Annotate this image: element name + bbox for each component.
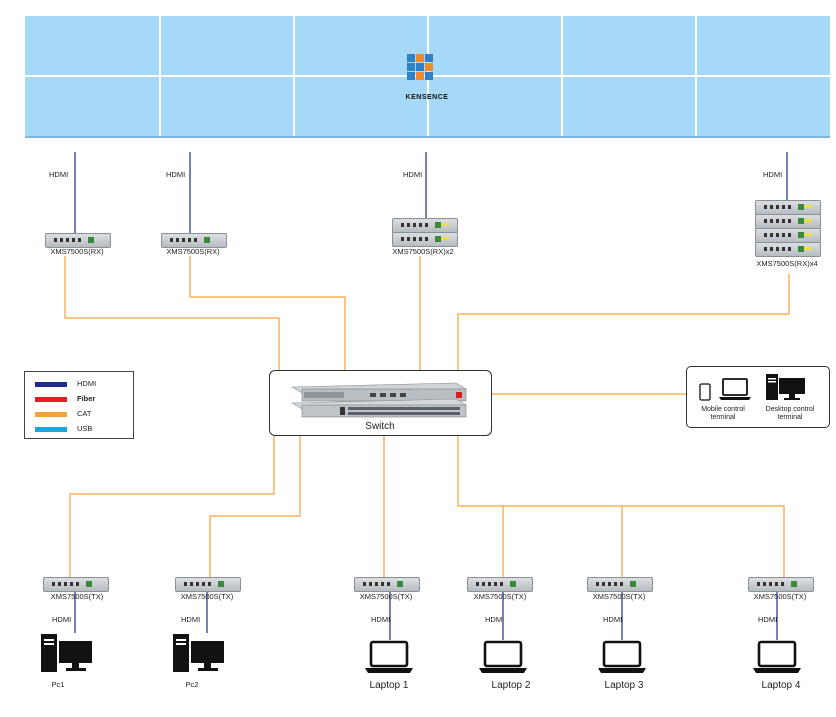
switch-box: Switch	[269, 370, 492, 436]
hdmi-label: HDMI	[166, 170, 186, 179]
desktop-control-label: Desktop control	[765, 406, 815, 413]
hdmi-label: HDMI	[485, 615, 505, 624]
switch-label: Switch	[365, 421, 395, 432]
laptop-icon	[365, 640, 413, 673]
brand-text: KENSENCE	[405, 94, 449, 101]
cat-wires	[64, 256, 790, 577]
transmitter-device	[748, 577, 814, 592]
receiver-device	[45, 233, 111, 248]
hdmi-label: HDMI	[763, 170, 783, 179]
receiver-device	[392, 218, 458, 233]
control-terminal-box: Mobile control terminal Desktop control …	[686, 366, 830, 428]
receiver-device	[161, 233, 227, 248]
mobile-control-label: Mobile control	[701, 406, 745, 413]
source-label: Laptop 2	[491, 680, 531, 691]
tablet-icon	[699, 383, 711, 401]
desktop-control-label: terminal	[777, 414, 803, 421]
kensence-logo	[407, 54, 433, 80]
transmitter-label: XMS7500S(TX)	[473, 592, 527, 601]
source-label: Laptop 1	[369, 680, 409, 691]
transmitter-label: XMS7500S(TX)	[753, 592, 807, 601]
receiver-device	[755, 200, 821, 215]
source-label: Laptop 4	[761, 680, 801, 691]
transmitter-device	[43, 577, 109, 592]
receiver-device	[755, 228, 821, 243]
mobile-control-label: terminal	[710, 414, 736, 421]
hdmi-label: HDMI	[403, 170, 423, 179]
legend-item: USB	[35, 423, 130, 437]
legend-item: Fiber	[35, 393, 130, 407]
desktop-icon	[766, 374, 805, 400]
hdmi-label: HDMI	[603, 615, 623, 624]
transmitter-device	[467, 577, 533, 592]
hdmi-label: HDMI	[181, 615, 201, 624]
hdmi-label: HDMI	[371, 615, 391, 624]
hdmi-label: HDMI	[49, 170, 69, 179]
source-label: Pc2	[185, 680, 199, 689]
hdmi-wires	[74, 152, 788, 640]
legend: HDMI Fiber CAT USB	[24, 371, 134, 439]
legend-item: CAT	[35, 408, 130, 422]
receiver-device	[392, 232, 458, 247]
transmitter-label: XMS7500S(TX)	[592, 592, 646, 601]
transmitter-label: XMS7500S(TX)	[359, 592, 413, 601]
legend-item: HDMI	[35, 378, 130, 392]
laptop-icon	[598, 640, 646, 673]
transmitter-device	[354, 577, 420, 592]
receiver-device	[755, 214, 821, 229]
pc-icon	[173, 634, 224, 672]
transmitter-device	[587, 577, 653, 592]
switch-icon	[290, 382, 468, 418]
source-label: Pc1	[51, 680, 65, 689]
laptop-icon	[753, 640, 801, 673]
laptop-icon	[479, 640, 527, 673]
transmitter-label: XMS7500S(TX)	[180, 592, 234, 601]
receiver-label: XMS7500S(RX)x4	[756, 259, 818, 268]
receiver-device	[755, 242, 821, 257]
receiver-label: XMS7500S(RX)x2	[392, 247, 454, 256]
hdmi-label: HDMI	[52, 615, 72, 624]
receiver-label: XMS7500S(RX)	[50, 247, 104, 256]
transmitter-label: XMS7500S(TX)	[50, 592, 104, 601]
receiver-label: XMS7500S(RX)	[166, 247, 220, 256]
hdmi-label: HDMI	[758, 615, 778, 624]
pc-icon	[41, 634, 92, 672]
transmitter-device	[175, 577, 241, 592]
source-label: Laptop 3	[604, 680, 644, 691]
laptop-icon	[719, 378, 751, 400]
